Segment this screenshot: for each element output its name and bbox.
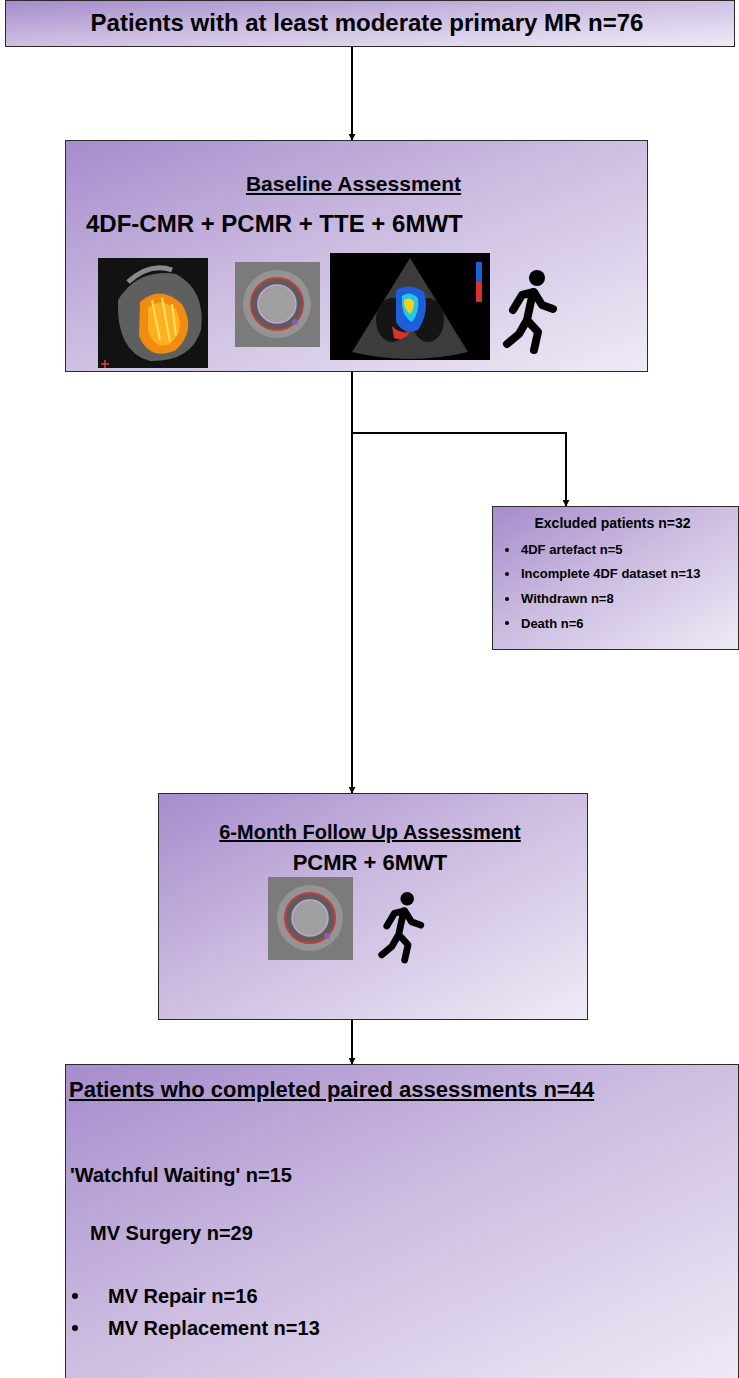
pcmr-image-part bbox=[268, 877, 353, 960]
text-row: 4DF artefact n=5 bbox=[493, 542, 738, 558]
text-row: 4DF-CMR + PCMR + TTE + 6MWT bbox=[66, 210, 647, 239]
outcome-box: Patients who completed paired assessment… bbox=[65, 1064, 739, 1378]
text-row: Excluded patients n=32 bbox=[493, 515, 738, 532]
text-row: Patients with at least moderate primary … bbox=[6, 9, 734, 38]
text-row: MV Replacement n=13 bbox=[66, 1316, 738, 1340]
echo-image-part bbox=[412, 298, 444, 342]
walking-figure-part bbox=[382, 911, 421, 960]
flow-cmr-image-part bbox=[139, 293, 188, 353]
follow-up-box: 6-Month Follow Up AssessmentPCMR + 6MWT bbox=[158, 793, 588, 1020]
pcmr-image bbox=[268, 877, 353, 960]
box-text: Withdrawn n=8 bbox=[521, 591, 614, 607]
echo-image-part bbox=[392, 326, 410, 339]
box-text: MV Surgery n=29 bbox=[90, 1221, 253, 1245]
walking-figure bbox=[382, 892, 421, 960]
box-text: MV Replacement n=13 bbox=[108, 1316, 320, 1340]
exclusion-box: Excluded patients n=32 4DF artefact n=5In… bbox=[492, 506, 739, 650]
assessment-box: Baseline Assessment 4DF-CMR + PCMR + TTE … bbox=[65, 140, 648, 372]
box-heading: Baseline Assessment bbox=[246, 171, 461, 196]
flow-cmr-image-part bbox=[98, 258, 208, 368]
flow-cmr-image-part bbox=[118, 273, 202, 361]
bullet-dot bbox=[505, 572, 509, 576]
text-row: 'Watchful Waiting' n=15 bbox=[66, 1163, 738, 1187]
pcmr-image-part bbox=[235, 262, 320, 347]
bullet-dot bbox=[72, 1293, 78, 1299]
box-heading: Patients with at least moderate primary … bbox=[91, 9, 644, 38]
text-row: Baseline Assessment bbox=[66, 171, 647, 196]
walking-figure-part bbox=[400, 892, 414, 906]
box-text: 4DF-CMR + PCMR + TTE + 6MWT bbox=[86, 210, 463, 239]
box-text: 'Watchful Waiting' n=15 bbox=[70, 1163, 292, 1187]
echo-image bbox=[330, 253, 490, 360]
bullet-dot bbox=[505, 597, 509, 601]
text-row: Patients who completed paired assessment… bbox=[66, 1077, 738, 1103]
echo-image-part bbox=[402, 293, 418, 322]
flow-cmr-image-part bbox=[152, 298, 176, 342]
flow-cmr-image-part bbox=[148, 302, 180, 345]
bullet-dot bbox=[505, 621, 509, 625]
walking-figure-part bbox=[507, 292, 553, 350]
pcmr-image-part bbox=[251, 278, 303, 330]
flow-arrow bbox=[352, 372, 566, 506]
echo-image-part bbox=[404, 298, 414, 314]
box-text: 4DF artefact n=5 bbox=[521, 542, 623, 558]
pcmr-image bbox=[235, 262, 320, 347]
echo-image-part bbox=[476, 282, 482, 302]
flow-cmr-image bbox=[98, 258, 208, 368]
box-heading: 6-Month Follow Up Assessment bbox=[219, 820, 521, 844]
echo-image-part bbox=[476, 262, 482, 302]
flow-cmr-image-part bbox=[101, 360, 109, 368]
text-row: Incomplete 4DF dataset n=13 bbox=[493, 566, 738, 582]
text-row: Death n=6 bbox=[493, 616, 738, 632]
text-row: Withdrawn n=8 bbox=[493, 591, 738, 607]
pcmr-image-part bbox=[277, 885, 343, 951]
echo-image-part bbox=[376, 298, 408, 342]
text-row: PCMR + 6MWT bbox=[159, 850, 587, 876]
box-text: Death n=6 bbox=[521, 616, 584, 632]
flow-cmr-image-part bbox=[128, 268, 172, 282]
pcmr-image-part bbox=[292, 900, 328, 936]
box-heading: Patients who completed paired assessment… bbox=[69, 1077, 594, 1103]
flow-arrow bbox=[351, 372, 353, 793]
walking-figure bbox=[507, 270, 553, 350]
echo-image-part bbox=[352, 258, 468, 359]
box-text: Incomplete 4DF dataset n=13 bbox=[521, 566, 701, 582]
flow-arrow bbox=[351, 47, 353, 140]
echo-image-part bbox=[330, 253, 490, 360]
box-text: MV Repair n=16 bbox=[108, 1284, 258, 1308]
flow-arrow bbox=[351, 1020, 353, 1064]
text-row: MV Surgery n=29 bbox=[66, 1221, 738, 1245]
pcmr-image-part bbox=[324, 933, 330, 939]
box-text: PCMR + 6MWT bbox=[293, 850, 448, 876]
walking-figure-part bbox=[529, 270, 545, 286]
echo-image-part bbox=[396, 286, 426, 331]
pcmr-image-part bbox=[258, 285, 296, 323]
bullet-dot bbox=[505, 548, 509, 552]
text-row: MV Repair n=16 bbox=[66, 1284, 738, 1308]
pcmr-image-part bbox=[292, 319, 298, 325]
start-box: Patients with at least moderate primary … bbox=[5, 0, 735, 47]
pcmr-image-part bbox=[285, 893, 335, 943]
bullet-dot bbox=[72, 1325, 78, 1331]
pcmr-image-part bbox=[243, 270, 311, 338]
text-row: 6-Month Follow Up Assessment bbox=[159, 820, 587, 844]
box-heading: Excluded patients n=32 bbox=[535, 515, 691, 532]
